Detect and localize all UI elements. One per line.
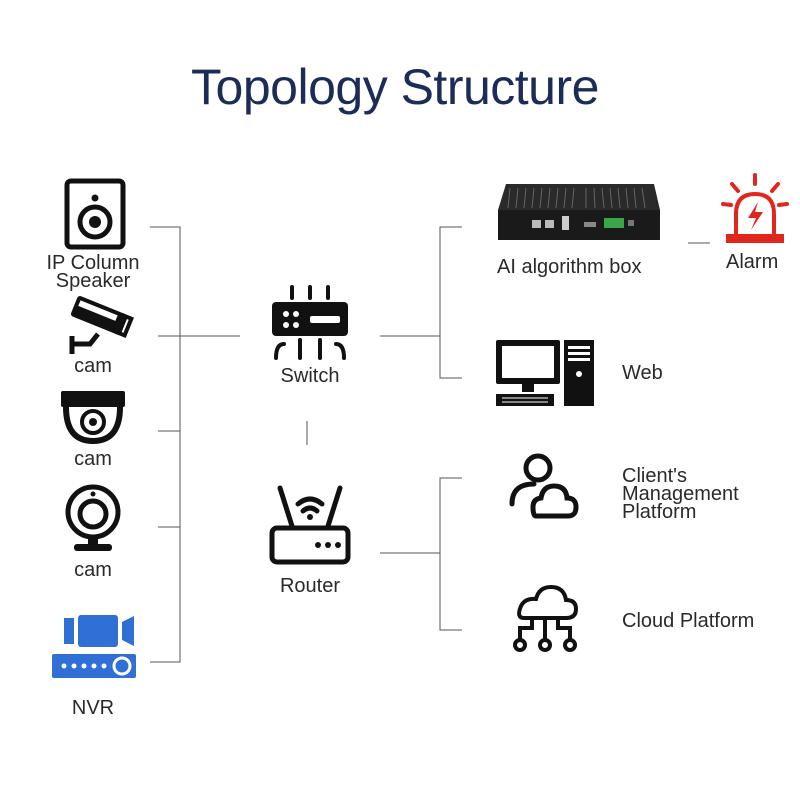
router-bus xyxy=(380,477,462,631)
client-platform-label: Client's Management Platform xyxy=(622,465,739,523)
web-label: Web xyxy=(622,362,663,384)
speaker-icon xyxy=(64,178,126,250)
cam2-label: cam xyxy=(74,448,112,470)
bullet-camera-icon xyxy=(69,296,134,354)
cam1-label: cam xyxy=(74,355,112,377)
router-label: Router xyxy=(279,575,341,597)
nvr-label: NVR xyxy=(71,697,115,719)
left-bus xyxy=(150,226,181,663)
alarm-label: Alarm xyxy=(726,251,779,273)
nvr-icon xyxy=(52,615,136,678)
dome-camera-icon xyxy=(61,391,125,444)
webcam-icon xyxy=(65,484,121,551)
diagram-title: Topology Structure xyxy=(191,59,599,115)
cam3-label: cam xyxy=(74,559,112,581)
desktop-computer-icon xyxy=(496,340,594,406)
cloud-network-icon xyxy=(513,584,579,652)
switch-label: Switch xyxy=(280,365,340,387)
switch-bus xyxy=(380,226,462,379)
alarm-icon xyxy=(721,173,789,243)
ai-box-icon xyxy=(498,184,660,240)
user-cloud-icon xyxy=(509,453,579,519)
cloud-platform-label: Cloud Platform xyxy=(622,610,755,632)
switch-icon xyxy=(272,285,348,360)
speaker-label: IP Column Speaker xyxy=(46,252,140,292)
ai-box-label: AI algorithm box xyxy=(497,256,642,278)
router-icon xyxy=(269,485,351,565)
